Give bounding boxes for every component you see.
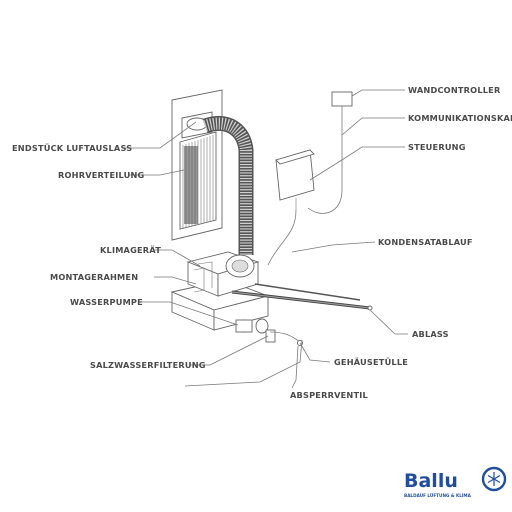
label-montagerahmen: MONTAGERAHMEN [50, 272, 138, 282]
snowflake-arms [487, 472, 501, 486]
water-pump [235, 318, 301, 343]
label-endstueck-luftauslass: ENDSTÜCK LUFTAUSLASS [12, 143, 132, 153]
label-wasserpumpe: WASSERPUMPE [70, 297, 143, 307]
leader-lines [124, 89, 408, 389]
label-absperrventil: ABSPERRVENTIL [290, 390, 368, 400]
air-outlet-panel [171, 89, 223, 241]
brand-logo: Ballu BALDAUF LÜFTUNG & KLIMA [404, 466, 507, 498]
drain-pipes [231, 283, 371, 310]
flex-duct [202, 116, 254, 255]
label-klimageraet: KLIMAGERÄT [100, 245, 161, 255]
label-steuerung: STEUERUNG [408, 142, 466, 152]
snowflake-icon [481, 466, 507, 492]
brand-tagline: BALDAUF LÜFTUNG & KLIMA [404, 493, 472, 498]
wall-controller [307, 91, 353, 214]
label-rohrverteilung: ROHRVERTEILUNG [58, 170, 145, 180]
label-gehaeusetuelle: GEHÄUSETÜLLE [334, 357, 408, 367]
label-salzwasserfilterung: SALZWASSERFILTERUNG [90, 360, 206, 370]
label-kondensatablauf: KONDENSATABLAUF [378, 237, 473, 247]
control-box [267, 149, 315, 266]
label-wandcontroller: WANDCONTROLLER [408, 85, 501, 95]
label-ablass: ABLASS [412, 329, 449, 339]
ac-unit [170, 251, 270, 331]
label-kommunikationskabel: KOMMUNIKATIONSKABEL [408, 113, 512, 123]
brand-name: Ballu [404, 470, 458, 492]
